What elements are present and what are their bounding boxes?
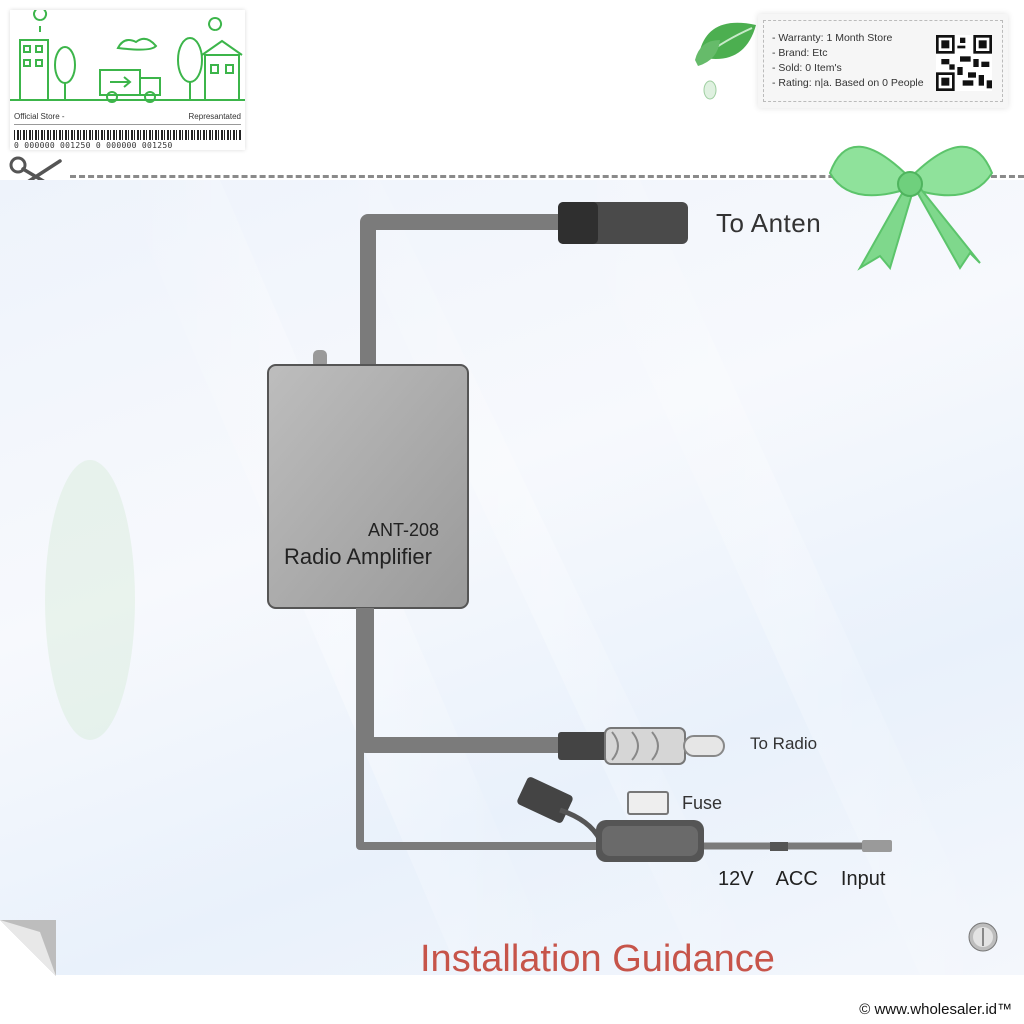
represented-label: Represantated [188, 112, 241, 121]
device-name-label: Radio Amplifier [284, 544, 432, 569]
model-label: ANT-208 [368, 520, 440, 540]
installation-diagram: To Anten ANT-208 Radio Amplifier To Radi… [0, 180, 1024, 975]
info-list: - Warranty: 1 Month Store - Brand: Etc -… [772, 31, 924, 91]
official-store-badge: Official Store - Represantated 0 000000 … [10, 10, 245, 150]
radio-label: To Radio [750, 734, 818, 753]
installation-caption: Installation Guidance [420, 938, 775, 975]
metal-button-icon [968, 922, 998, 952]
cut-line-divider [70, 175, 1024, 178]
brand-line: - Brand: Etc [772, 47, 828, 59]
input-label: 12V ACC Input [718, 868, 886, 890]
leaf-icon [695, 22, 756, 100]
store-badge-labels: Official Store - Represantated [14, 112, 241, 125]
product-info-card: - Warranty: 1 Month Store - Brand: Etc -… [758, 14, 1008, 108]
barcode [14, 130, 241, 140]
copyright-footer: © www.wholesaler.id™ [859, 1001, 1012, 1018]
antenna-label: To Anten [716, 208, 822, 238]
sold-line: - Sold: 0 Item's [772, 62, 842, 74]
fuse-label: Fuse [682, 793, 723, 813]
store-label: Official Store - [14, 112, 65, 121]
fuse-holder [517, 777, 704, 862]
info-card-border: - Warranty: 1 Month Store - Brand: Etc -… [763, 20, 1003, 102]
barcode-number: 0 000000 001250 0 000000 001250 [14, 141, 173, 150]
qr-code-icon [936, 35, 992, 91]
ribbon-bow-icon [828, 145, 994, 271]
amplifier-box [267, 364, 469, 609]
page-curl-icon [0, 920, 56, 976]
warranty-line: - Warranty: 1 Month Store [772, 32, 893, 44]
city-delivery-illustration [10, 10, 245, 103]
diagram-drawing [45, 180, 1000, 975]
radio-connector [558, 732, 608, 760]
rating-line: - Rating: n|a. Based on 0 People [772, 77, 924, 89]
